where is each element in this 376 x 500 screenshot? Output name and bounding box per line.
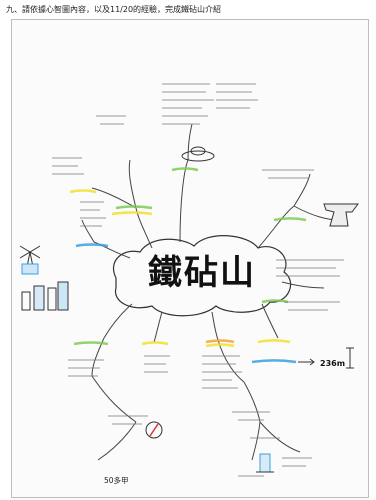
area-label: 50多甲 — [104, 476, 129, 485]
sword-sketch — [181, 146, 215, 162]
anvil-sketch — [323, 203, 359, 227]
center-cloud — [113, 235, 292, 317]
stele-sketch — [256, 453, 274, 473]
mind-map-worksheet: 鐵砧山 236m 50多甲 — [11, 19, 369, 498]
height-marker — [298, 347, 354, 369]
windmill-sketch — [19, 245, 41, 275]
worksheet-question: 九、請依據心智圖內容，以及11/20的經驗，完成鐵砧山介紹 — [6, 5, 222, 14]
compass-sketch — [145, 421, 163, 439]
mind-map-title: 鐵砧山 — [148, 253, 256, 293]
mind-map-drawing — [19, 83, 359, 477]
monuments-sketch — [21, 281, 69, 311]
mountain-height-label: 236m — [320, 359, 346, 368]
